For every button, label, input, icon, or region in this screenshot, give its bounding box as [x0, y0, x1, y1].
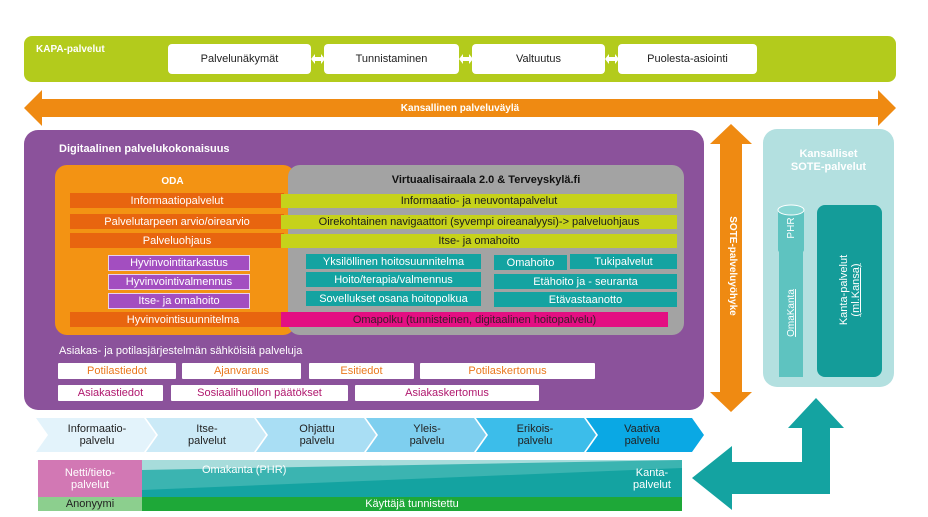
kanta-line1: Kanta-palvelut — [838, 254, 850, 326]
netti-line2: palvelut — [71, 478, 109, 491]
double-arrow-icon — [459, 54, 473, 64]
kanta-palvelut-label: Kanta-palvelut (ml.Kansa) — [838, 225, 862, 355]
netti-line1: Netti/tieto- — [64, 466, 116, 479]
oda-row-itse-omahoito: Itse- ja omahoito — [108, 293, 250, 309]
level-4: Yleis-palvelu — [378, 420, 476, 450]
kanta-palvelut-bottom: Kanta- palvelut — [630, 467, 674, 491]
level-6-line2: palvelu — [624, 435, 660, 447]
omakanta-wedge — [142, 460, 682, 497]
virt-tukipalvelut: Tukipalvelut — [570, 254, 677, 269]
level-chevron-4 — [366, 418, 486, 452]
omakanta-bar — [779, 250, 803, 377]
oda-row-hyvinvointivalmennus: Hyvinvointivalmennus — [108, 274, 250, 290]
virt-sovellukset: Sovellukset osana hoitopolkua — [306, 291, 481, 306]
sote-vertical-label: SOTE-palveluyöhyke — [727, 216, 739, 316]
virt-hoito-terapia: Hoito/terapia/valmennus — [306, 272, 481, 287]
kapa-item-palvelunakymat: Palvelunäkymät — [168, 44, 311, 74]
phr-cylinder-icon — [777, 204, 805, 255]
level-chevron-2 — [146, 418, 266, 452]
level-2: Itse-palvelut — [158, 420, 256, 450]
asiakas-title: Asiakas- ja potilasjärjestelmän sähköisi… — [59, 345, 303, 357]
netti-tietopalvelut: Netti/tieto- palvelut — [38, 460, 142, 497]
service-potilastiedot: Potilastiedot — [58, 363, 176, 379]
virt-row-informaatio: Informaatio- ja neuvontapalvelut — [281, 194, 677, 208]
service-esitiedot: Esitiedot — [309, 363, 414, 379]
oda-row-informaatiopalvelut: Informaatiopalvelut — [70, 193, 284, 208]
level-2-line2: palvelut — [188, 435, 226, 447]
level-1-line1: Informaatio- — [67, 423, 127, 435]
service-sosiaalihuollon-paatokset: Sosiaalihuollon päätökset — [171, 385, 348, 401]
oda-row-hyvinvointisuunnitelma: Hyvinvointisuunnitelma — [70, 312, 296, 327]
virt-row-itse-omahoito: Itse- ja omahoito — [281, 234, 677, 248]
virt-title: Virtuaalisairaala 2.0 & Terveyskylä.fi — [391, 174, 581, 186]
virt-etavastaanotto: Etävastaanotto — [494, 292, 677, 307]
sote-vertical-arrow — [710, 124, 752, 412]
kanta-b-line2: palvelut — [633, 479, 671, 491]
double-arrow-icon — [311, 54, 325, 64]
palveluvayla-arrow — [24, 90, 896, 126]
kanta-line2: (ml.Kansa) — [850, 263, 862, 317]
level-chevron-5 — [476, 418, 596, 452]
service-ajanvaraus: Ajanvaraus — [182, 363, 301, 379]
teal-bent-arrow — [692, 398, 844, 510]
omapolku-row: Omapolku (tunnisteinen, digitaalinen hoi… — [281, 312, 668, 327]
kapa-item-valtuutus: Valtuutus — [472, 44, 605, 74]
level-chevron-6 — [586, 418, 704, 452]
level-2-line1: Itse- — [196, 423, 218, 435]
kanta-palvelut-box — [817, 205, 882, 377]
level-5-line1: Erikois- — [516, 423, 554, 435]
anonyymi-label: Anonyymi — [38, 497, 142, 511]
phr-label: PHR — [785, 217, 797, 239]
oda-title: ODA — [161, 176, 184, 187]
virt-row-oirekohtainen: Oirekohtainen navigaattori (syvempi oire… — [281, 215, 677, 229]
level-1: Informaatio-palvelu — [48, 420, 146, 450]
level-6-line1: Vaativa — [624, 423, 660, 435]
level-chevron-3 — [256, 418, 376, 452]
service-asiakastiedot: Asiakastiedot — [58, 385, 163, 401]
kapa-title: KAPA-palvelut — [36, 44, 105, 55]
level-4-line1: Yleis- — [413, 423, 441, 435]
digital-title: Digitaalinen palvelukokonaisuus — [59, 143, 230, 155]
level-3-line1: Ohjattu — [299, 423, 335, 435]
omakanta-label: OmaKanta — [785, 289, 797, 337]
omakanta-phr-label: Omakanta (PHR) — [202, 464, 287, 476]
oda-row-palveluohjaus: Palveluohjaus — [70, 233, 284, 248]
oda-row-palvelutarpeen-arvio: Palvelutarpeen arvio/oirearvio — [70, 214, 284, 229]
service-potilaskertomus: Potilaskertomus — [420, 363, 595, 379]
level-chevron-1 — [36, 418, 156, 452]
kapa-item-tunnistaminen: Tunnistaminen — [324, 44, 459, 74]
kapa-item-puolesta-asiointi: Puolesta-asiointi — [618, 44, 757, 74]
level-5: Erikois-palvelu — [486, 420, 584, 450]
virt-yksilollinen: Yksilöllinen hoitosuunnitelma — [306, 254, 481, 269]
palveluvayla-label: Kansallinen palveluväylä — [400, 102, 520, 114]
level-3-line2: palvelu — [299, 435, 335, 447]
level-5-line2: palvelu — [517, 435, 553, 447]
double-arrow-icon — [605, 54, 619, 64]
virt-panel — [288, 165, 684, 335]
kayttaja-tunnistettu-bar: Käyttäjä tunnistettu — [142, 497, 682, 511]
level-1-line2: palvelu — [79, 435, 115, 447]
kanta-b-line1: Kanta- — [635, 467, 669, 479]
sote-panel-title: Kansalliset SOTE-palvelut — [790, 148, 867, 173]
service-level-chevrons — [36, 418, 704, 452]
oda-panel — [55, 165, 295, 335]
level-4-line2: palvelu — [409, 435, 445, 447]
virt-etahoito: Etähoito ja - seuranta — [494, 274, 677, 289]
virt-omahoito: Omahoito — [494, 255, 567, 270]
service-asiakaskertomus: Asiakaskertomus — [355, 385, 539, 401]
oda-row-hyvinvointitarkastus: Hyvinvointitarkastus — [108, 255, 250, 271]
